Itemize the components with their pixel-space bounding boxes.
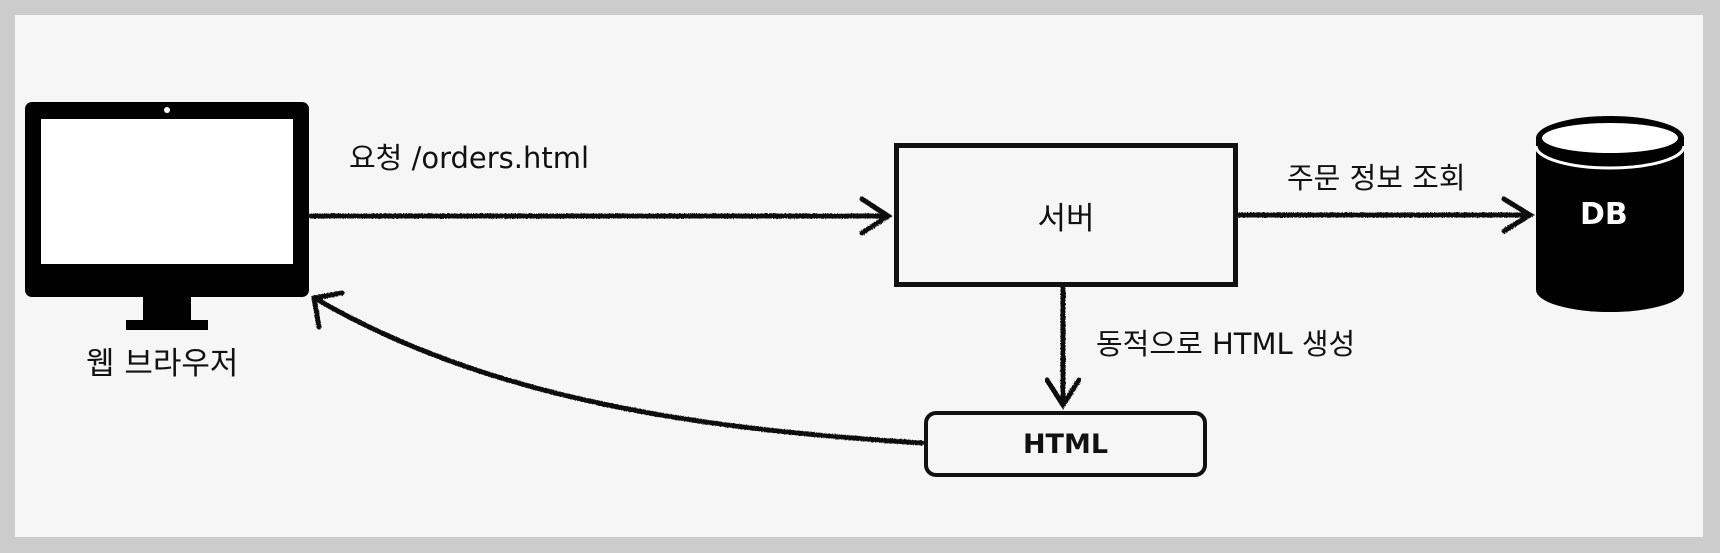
html-label: HTML (1022, 428, 1109, 460)
html-box: HTML (924, 411, 1207, 477)
query-label: 주문 정보 조회 (1287, 161, 1466, 195)
server-box: 서버 (894, 143, 1238, 287)
browser-label: 웹 브라우저 (86, 346, 239, 382)
db-label: DB (1580, 197, 1628, 232)
request-arrow (308, 196, 893, 236)
server-label: 서버 (1037, 200, 1095, 237)
generate-label: 동적으로 HTML 생성 (1096, 327, 1356, 361)
response-arrow (311, 290, 925, 446)
request-label: 요청 /orders.html (349, 141, 590, 175)
monitor-icon (25, 102, 309, 330)
generate-arrow (1044, 285, 1082, 410)
query-arrow (1235, 196, 1535, 234)
database-icon (1534, 116, 1686, 312)
